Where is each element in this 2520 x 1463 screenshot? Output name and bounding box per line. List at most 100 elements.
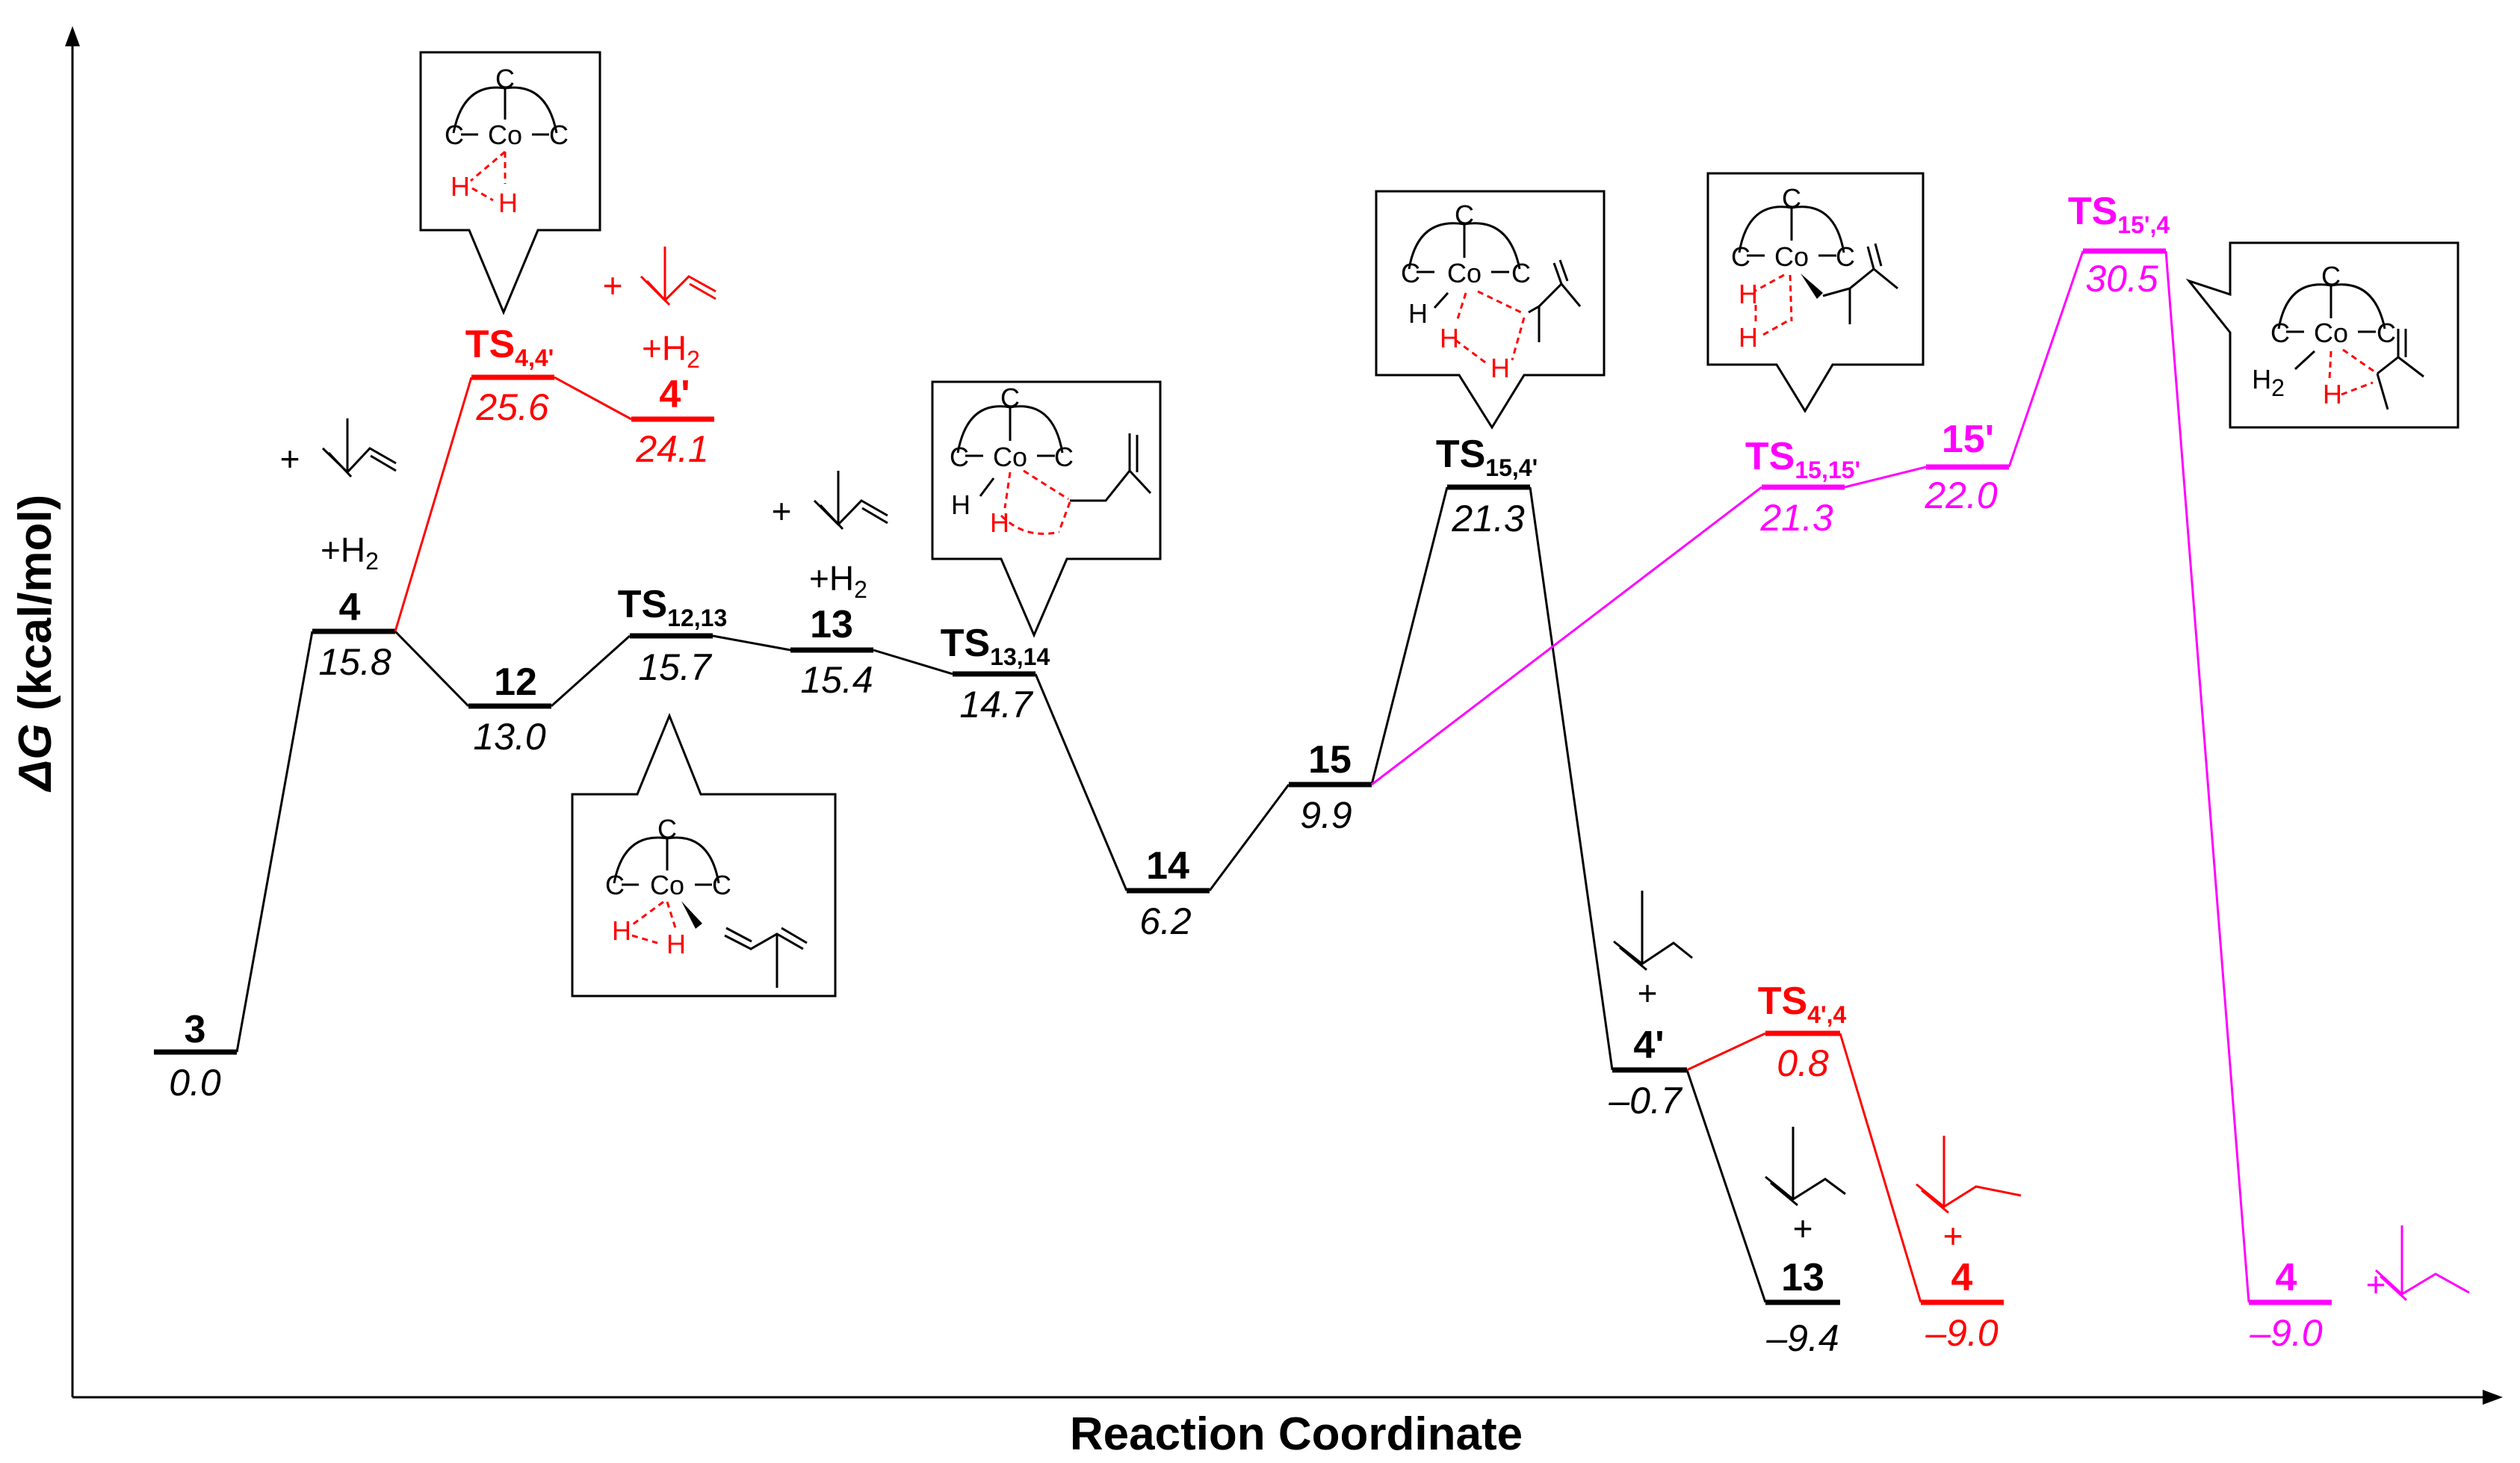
atom-co: Co xyxy=(1447,258,1482,288)
plus-sign: + xyxy=(1638,974,1658,1012)
callout-ts44p: C C Co C H H xyxy=(419,51,601,315)
h2-label: +H2 xyxy=(809,559,867,603)
label-13: 13 xyxy=(810,603,853,646)
plus-sign: + xyxy=(1943,1216,1963,1255)
y-axis-units: (kcal/mol) xyxy=(10,495,61,724)
callout-frame xyxy=(1375,190,1606,430)
red-labels: TS4,4' 25.6 4' 24.1 TS4',4 0.8 4 –9.0 xyxy=(465,323,1999,1354)
callout-frame xyxy=(931,380,1162,638)
isoprene-icon xyxy=(813,471,888,531)
connector-ts4p4-4 xyxy=(1839,1033,1922,1303)
x-axis-label: Reaction Coordinate xyxy=(1070,1408,1523,1460)
label-15: 15 xyxy=(1308,738,1352,782)
connector-15-ts154p xyxy=(1370,486,1449,785)
h-bond-icon xyxy=(2328,348,2378,396)
label-ts15p4: TS15',4 xyxy=(2068,190,2170,238)
atom-c-right: C xyxy=(2377,318,2396,348)
atom-c-left: C xyxy=(1731,241,1750,272)
atom-h-1: H xyxy=(612,915,631,946)
cobalt-complex-icon xyxy=(1408,222,1521,273)
value-4: 15.8 xyxy=(318,641,391,683)
wedge-bond-icon xyxy=(681,901,702,929)
ts1213-prefix: TS xyxy=(618,583,667,626)
atom-c-top: C xyxy=(657,814,677,844)
atom-h-red: H xyxy=(2323,379,2342,409)
ts1213-subscript: 12,13 xyxy=(667,604,727,631)
connector-ts1314-14 xyxy=(1034,673,1128,891)
isopentene-icon xyxy=(1613,891,1693,971)
connector-ts44p-4p xyxy=(554,376,632,421)
connector-ts1213-13 xyxy=(712,634,791,652)
atom-co: Co xyxy=(993,442,1027,472)
plus-sign: + xyxy=(1793,1209,1813,1248)
additive-near-4-mag: + xyxy=(2366,1225,2470,1304)
ts1314-subscript: 13,14 xyxy=(990,643,1050,670)
callout-ts1515p: C C Co C H H xyxy=(1706,172,1925,413)
h2-label: +H2 xyxy=(321,531,379,575)
atom-c-top: C xyxy=(2321,261,2341,291)
connector-ts15p4-4 xyxy=(2164,250,2250,1303)
callout-frame xyxy=(2185,241,2459,429)
ts4p4-prefix: TS xyxy=(1758,980,1807,1023)
isopentene-icon xyxy=(2374,1225,2470,1302)
value-3: 0.0 xyxy=(169,1062,221,1104)
label-ts4p4: TS4',4 xyxy=(1758,980,1847,1028)
isoprene-fragment-icon xyxy=(1528,259,1582,342)
cobalt-complex-icon xyxy=(2277,283,2386,333)
ts154p-subscript: 15,4' xyxy=(1485,454,1538,481)
h2-ligand: H2 xyxy=(2252,364,2285,401)
label-15p: 15' xyxy=(1942,418,1994,461)
value-ts1213: 15.7 xyxy=(638,646,713,688)
value-14: 6.2 xyxy=(1139,900,1192,942)
callout-ts1314: C C Co C H H xyxy=(931,380,1162,638)
h2-ligand-h: H xyxy=(2252,364,2271,395)
atom-h-red-2: H xyxy=(1739,322,1758,353)
atom-co: Co xyxy=(1774,241,1809,272)
connector-4-12 xyxy=(394,630,470,708)
isopentene-icon xyxy=(1916,1136,2022,1214)
isoprene-fragment-icon xyxy=(1070,433,1152,502)
value-13: 15.4 xyxy=(800,659,873,701)
callout-ts15p4: C C Co C H2 H xyxy=(2185,241,2459,429)
isoprene-icon xyxy=(640,247,716,306)
label-13-low: 13 xyxy=(1781,1256,1824,1299)
atom-c-right: C xyxy=(712,870,731,900)
plus-sign: + xyxy=(280,439,300,478)
atom-co: Co xyxy=(2314,318,2348,348)
label-4-mag: 4 xyxy=(2276,1256,2297,1299)
magenta-path xyxy=(1371,248,2332,1305)
atom-c-top: C xyxy=(1782,183,1801,214)
value-ts4p4: 0.8 xyxy=(1777,1042,1829,1084)
atom-c-left: C xyxy=(2270,318,2290,348)
value-13-low: –9.4 xyxy=(1765,1317,1839,1359)
y-axis-delta: Δ xyxy=(10,760,61,793)
additive-near-4: + +H2 xyxy=(280,418,397,575)
isoprene-fragment-icon xyxy=(2376,329,2424,410)
label-3: 3 xyxy=(185,1008,206,1051)
atom-c-left: C xyxy=(1401,258,1420,288)
atom-h-red-1: H xyxy=(1739,279,1758,309)
h2-text: +H xyxy=(809,559,854,598)
hashed-bond-icon xyxy=(2294,350,2316,371)
connector-ts154p-4p xyxy=(1529,486,1614,1071)
value-ts44p: 25.6 xyxy=(475,386,549,428)
y-axis-arrow xyxy=(65,26,80,46)
connector-12-ts1213 xyxy=(550,634,631,708)
value-4-mag: –9.0 xyxy=(2249,1312,2323,1354)
value-ts15p4: 30.5 xyxy=(2085,258,2158,300)
additive-near-13-low: + xyxy=(1765,1127,1846,1248)
label-ts44p: TS4,4' xyxy=(465,323,554,371)
h2-label: +H2 xyxy=(642,329,700,373)
h2-text: +H xyxy=(321,531,365,569)
cobalt-complex-icon xyxy=(452,86,558,136)
isopentene-icon xyxy=(1765,1127,1846,1207)
additive-near-13: + +H2 xyxy=(772,471,888,603)
h2-subscript: 2 xyxy=(854,576,867,603)
connector-14-15 xyxy=(1208,784,1290,891)
black-path xyxy=(154,484,1840,1305)
label-ts1515p: TS15,15' xyxy=(1745,435,1860,483)
plus-sign: + xyxy=(772,492,792,531)
value-15p: 22.0 xyxy=(1924,474,1998,516)
black-labels: 3 0.0 4 15.8 12 13.0 TS12,13 15.7 13 15.… xyxy=(169,433,1839,1359)
